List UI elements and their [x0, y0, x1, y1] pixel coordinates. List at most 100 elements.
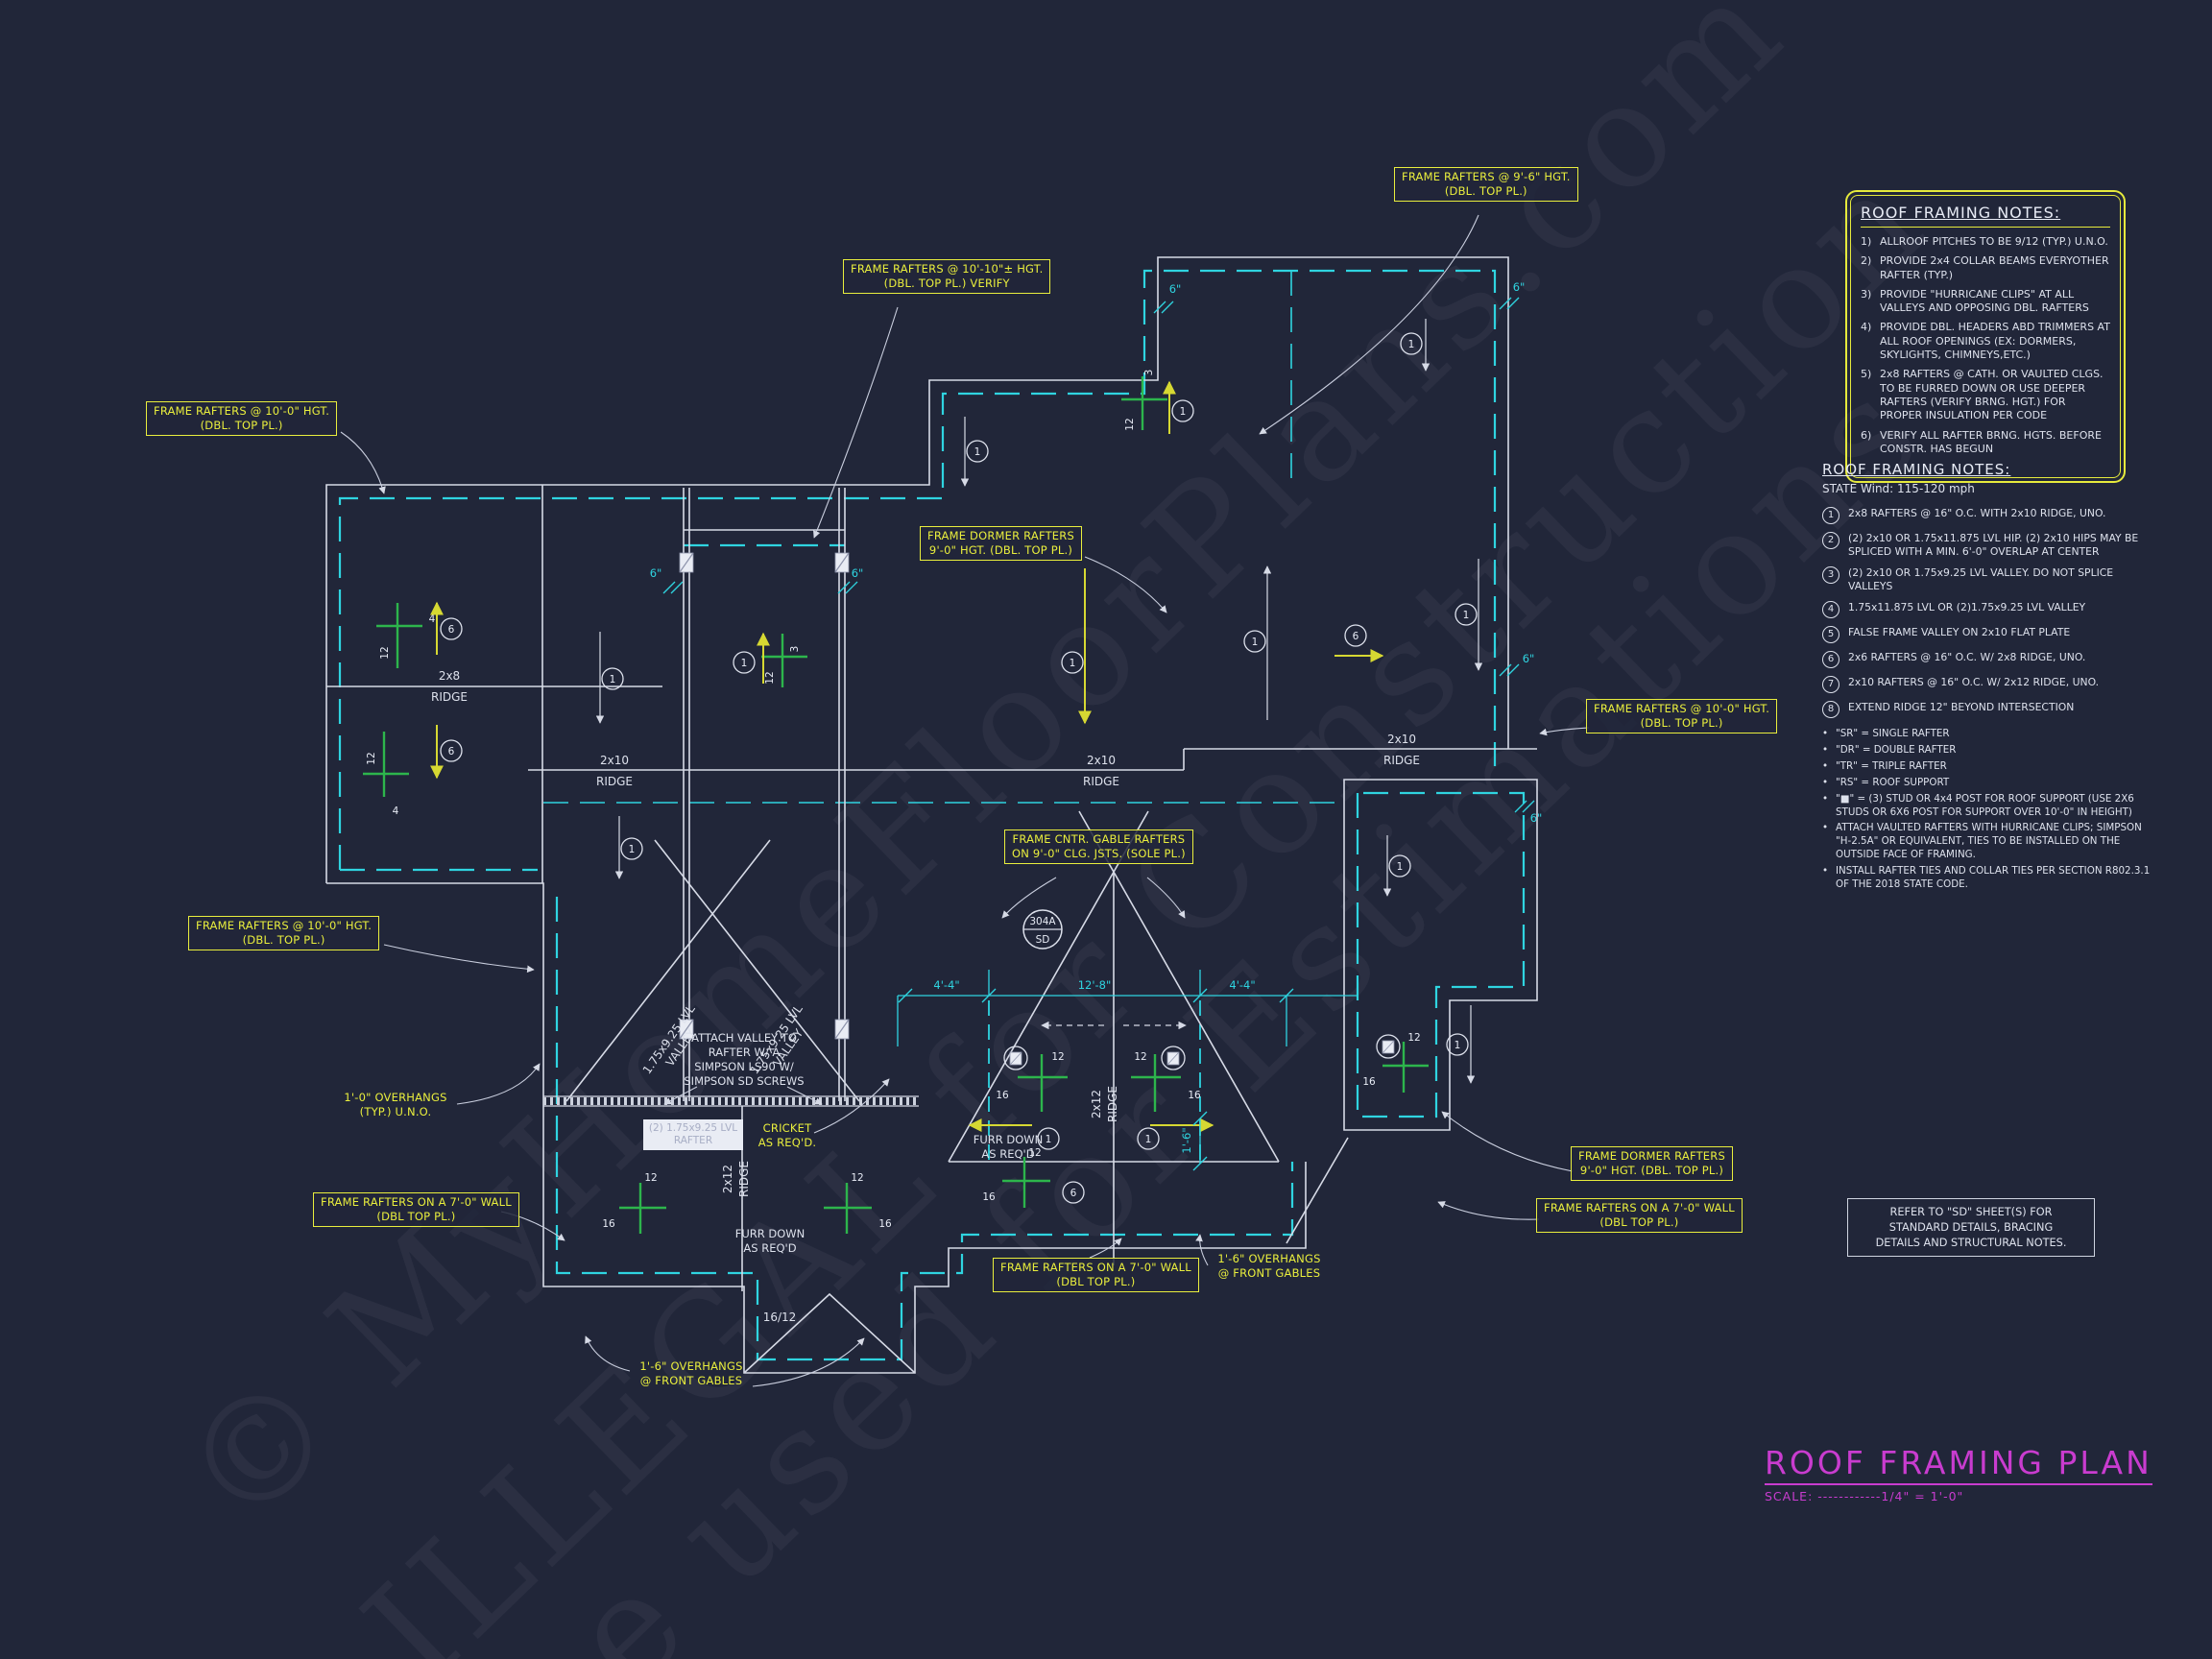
- key-number: 1: [1397, 861, 1404, 873]
- ridge-size-label: 2x8: [439, 669, 460, 683]
- key-number: 1: [974, 446, 981, 458]
- key-circle: 1: [1137, 1127, 1160, 1150]
- key-circle: 1: [1171, 399, 1194, 422]
- key-circle: 6: [1062, 1181, 1085, 1204]
- callout-frame-rafters-10-0: FRAME RAFTERS @ 10'-0" HGT. (DBL. TOP PL…: [146, 401, 338, 436]
- keyed-note-text: 2x8 RAFTERS @ 16" O.C. WITH 2x10 RIDGE, …: [1848, 507, 2106, 519]
- key-circle: 6: [1344, 624, 1367, 647]
- key-number: 1: [1822, 507, 1839, 524]
- key-circle: 1: [1446, 1033, 1469, 1056]
- legend-item: "DR" = DOUBLE RAFTER: [1822, 744, 2158, 757]
- framing-notes-title: ROOF FRAMING NOTES:: [1822, 461, 2011, 478]
- dimension-text: 1'-6": [1180, 1127, 1193, 1153]
- key-number: 4: [1822, 601, 1839, 619]
- wall-dashed-lines: [338, 269, 1526, 1361]
- dimension-text: 6": [1530, 811, 1543, 825]
- note-text: 2x8 RAFTERS @ CATH. OR VAULTED CLGS. TO …: [1880, 368, 2104, 422]
- slope-value: 16: [982, 1191, 996, 1203]
- slope-indicator: 12 16: [1362, 1032, 1429, 1093]
- key-number: 1: [1463, 610, 1470, 621]
- callout-frame-rafters-7-0-wall: FRAME RAFTERS ON A 7'-0" WALL (DBL TOP P…: [993, 1258, 1199, 1292]
- note-item: 6) VERIFY ALL RAFTER BRNG. HGTS. BEFORE C…: [1861, 429, 2110, 457]
- note-number: 3): [1861, 287, 1872, 301]
- note-text: ALLROOF PITCHES TO BE 9/12 (TYP.) U.N.O.: [1880, 235, 2108, 248]
- ridge-size-label: 2x10: [600, 754, 629, 767]
- key-number: 1: [1070, 658, 1076, 669]
- key-circle: 1: [1061, 651, 1084, 674]
- legend-item: "RS" = ROOF SUPPORT: [1822, 777, 2158, 790]
- callout-frame-rafters-10-0: FRAME RAFTERS @ 10'-0" HGT. (DBL. TOP PL…: [188, 916, 380, 950]
- ridge-size-label: 2x12: [1090, 1090, 1103, 1118]
- slope-value: 12: [1134, 1051, 1146, 1063]
- note-text: PROVIDE 2x4 COLLAR BEAMS EVERYOTHER RAFT…: [1880, 254, 2109, 281]
- keyed-note: 2 (2) 2x10 OR 1.75x11.875 LVL HIP. (2) 2x…: [1822, 532, 2158, 559]
- pitch-label: 16/12: [763, 1310, 797, 1324]
- ridge-word-label: RIDGE: [1083, 775, 1119, 788]
- legend-item: INSTALL RAFTER TIES AND COLLAR TIES PER …: [1822, 865, 2158, 892]
- key-number: 6: [1070, 1188, 1077, 1199]
- framing-key-markers: 1 1 6 6 1 1 1 6 1 1 1 1 1 1 1 1 6: [440, 332, 1478, 1204]
- slope-value: 16: [996, 1090, 1009, 1101]
- watermark-text: ILLEGAL for Construction: [334, 135, 1960, 1659]
- legend-item: "SR" = SINGLE RAFTER: [1822, 728, 2158, 741]
- callout-frame-dormer-rafters: FRAME DORMER RAFTERS 9'-0" HGT. (DBL. TO…: [1571, 1146, 1733, 1181]
- key-circle: 6: [440, 739, 463, 762]
- keyed-note-text: (2) 2x10 OR 1.75x11.875 LVL HIP. (2) 2x1…: [1848, 532, 2139, 559]
- note-text: PROVIDE "HURRICANE CLIPS" AT ALL VALLEYS…: [1880, 287, 2089, 315]
- key-number: 8: [1822, 701, 1839, 719]
- key-number: 1: [629, 844, 636, 855]
- ridge-word-label: RIDGE: [1383, 754, 1420, 767]
- keyed-note: 3(2) 2x10 OR 1.75x9.25 LVL VALLEY. DO NO…: [1822, 566, 2158, 593]
- callout-frame-cntr-gable: FRAME CNTR. GABLE RAFTERS ON 9'-0" CLG. …: [1004, 830, 1193, 864]
- note-number: 4): [1861, 321, 1872, 334]
- roof-framing-notes-list: ROOF FRAMING NOTES: STATE Wind: 115-120 …: [1822, 461, 2158, 895]
- key-number: 1: [1180, 406, 1187, 418]
- note-text: VERIFY ALL RAFTER BRNG. HGTS. BEFORE CON…: [1880, 428, 2102, 455]
- callout-frame-rafters-7-0-wall: FRAME RAFTERS ON A 7'-0" WALL (DBL TOP P…: [1536, 1198, 1743, 1233]
- note-attach-valley: ATTACH VALLEY TO RAFTER W/ A SIMPSON LS9…: [684, 1031, 805, 1088]
- keyed-note: 1 2x8 RAFTERS @ 16" O.C. WITH 2x10 RIDGE,…: [1822, 507, 2158, 524]
- dimension-text: 12'-8": [1078, 978, 1112, 992]
- note-item: 3) PROVIDE "HURRICANE CLIPS" AT ALL VALLE…: [1861, 288, 2110, 316]
- note-number: 6): [1861, 428, 1872, 442]
- slope-value: 12: [366, 752, 377, 764]
- slope-indicator: 412: [363, 732, 409, 817]
- callout-frame-rafters-10-10: FRAME RAFTERS @ 10'-10"± HGT. (DBL. TOP …: [843, 259, 1051, 294]
- note-item: 5)2x8 RAFTERS @ CATH. OR VAULTED CLGS. T…: [1861, 368, 2110, 422]
- detail-callout-304A-SD: 304A SD: [1022, 909, 1063, 950]
- ridge-word-label: RIDGE: [1106, 1086, 1119, 1122]
- legend-item: ATTACH VAULTED RAFTERS WITH HURRICANE CL…: [1822, 822, 2158, 862]
- note-furr-down: FURR DOWN AS REQ'D: [973, 1133, 1044, 1161]
- key-number: 1: [1252, 637, 1259, 648]
- slope-value: 16: [602, 1218, 615, 1230]
- dimension-text: 4'-4": [933, 978, 959, 992]
- key-number: 1: [1145, 1134, 1152, 1145]
- legend-item: "■" = (3) STUD OR 4x4 POST FOR ROOF SUPP…: [1822, 793, 2158, 820]
- sheet-scale: SCALE: ------------1/4" = 1'-0": [1765, 1489, 1964, 1503]
- ridge-word-label: RIDGE: [737, 1161, 751, 1197]
- slope-value: 12: [764, 671, 776, 684]
- slope-value: 12: [1407, 1032, 1420, 1044]
- legend-bullets: "SR" = SINGLE RAFTER "DR" = DOUBLE RAFTE…: [1822, 728, 2158, 892]
- dimension-text: 6": [1523, 652, 1535, 665]
- key-number: 6: [448, 624, 455, 636]
- key-number: 5: [1822, 626, 1839, 644]
- keyed-note-text: 1.75x11.875 LVL OR (2)1.75x9.25 LVL VALL…: [1848, 601, 2086, 614]
- slope-value: 16: [1362, 1076, 1376, 1088]
- note-number: 1): [1861, 235, 1872, 248]
- title-block: ROOF FRAMING PLAN SCALE: ------------1/4…: [1765, 1444, 2152, 1503]
- key-circle: 6: [440, 617, 463, 640]
- ridge-word-label: RIDGE: [431, 690, 468, 704]
- key-number: 6: [448, 746, 455, 757]
- slope-value: 12: [644, 1172, 657, 1184]
- slope-indicator: 412: [376, 603, 436, 668]
- key-number: 2: [1822, 532, 1839, 549]
- dormer-rafter-lines: [679, 488, 850, 1101]
- key-number: 6: [1822, 651, 1839, 669]
